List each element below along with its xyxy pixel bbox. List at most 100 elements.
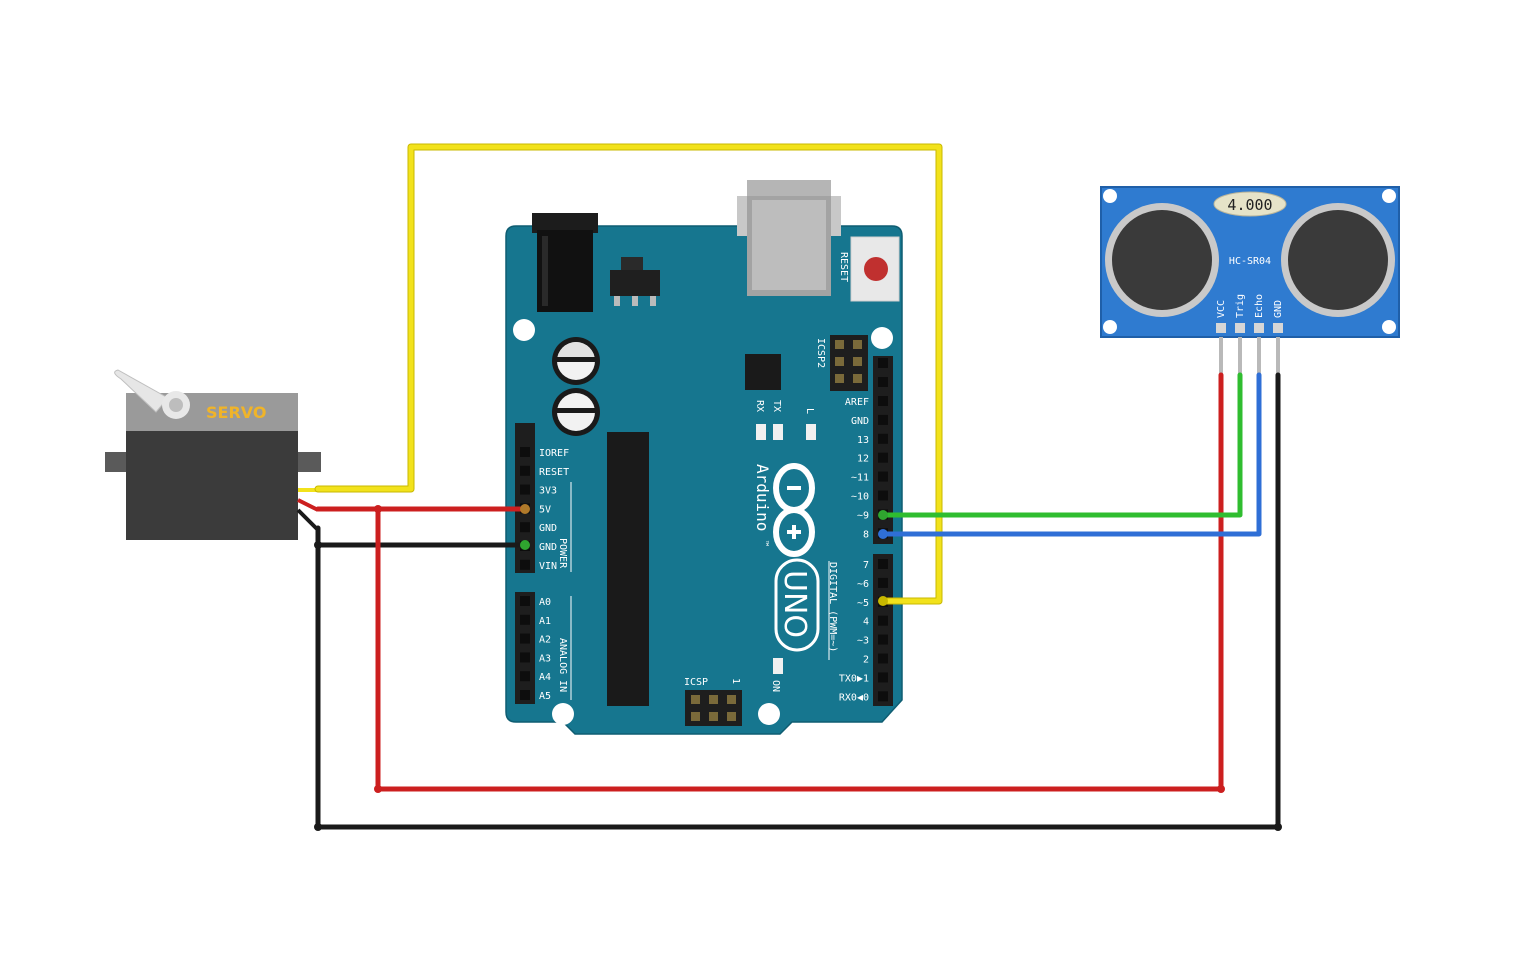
mounting-hole xyxy=(758,703,780,725)
wire-corner xyxy=(1217,785,1225,793)
capacitor xyxy=(552,337,600,385)
rx-label: RX xyxy=(754,400,765,412)
sensor-pin-label: Trig xyxy=(1235,294,1246,318)
sensor-pin-leg xyxy=(1257,337,1261,375)
icsp-header xyxy=(685,690,742,726)
voltage-regulator xyxy=(610,257,660,306)
header-pin xyxy=(520,596,530,606)
pin-label: A1 xyxy=(539,616,551,627)
usb-chip xyxy=(745,354,781,390)
sensor-pin-pad xyxy=(1254,323,1264,333)
pin-label: ~10 xyxy=(851,492,869,503)
icsp2-label: ICSP2 xyxy=(815,338,826,368)
power-header xyxy=(515,423,535,573)
pin-label: A0 xyxy=(539,597,551,608)
header-pin xyxy=(878,615,888,626)
header-pin xyxy=(878,396,888,406)
on-label: ON xyxy=(770,680,781,692)
pin-label: ~11 xyxy=(851,473,869,484)
pin-label: 3V3 xyxy=(539,486,557,497)
header-pin xyxy=(520,690,530,700)
mounting-hole xyxy=(552,703,574,725)
pin-label: AREF xyxy=(845,397,869,408)
sensor-pin-leg xyxy=(1238,337,1242,375)
mounting-hole xyxy=(1103,189,1117,203)
header-pin xyxy=(878,490,888,501)
sensor-pin-pad xyxy=(1216,323,1226,333)
arduino-brand: Arduino xyxy=(753,464,772,531)
pin-label: 2 xyxy=(863,655,869,666)
mounting-hole xyxy=(513,319,535,341)
servo-power-lead xyxy=(297,498,319,512)
wire-green xyxy=(880,372,1243,518)
pin-label: ~9 xyxy=(857,510,869,521)
wire-corner xyxy=(1274,823,1282,831)
on-led xyxy=(773,658,783,674)
pin-label: GND xyxy=(851,416,869,427)
wire-junction xyxy=(314,541,322,549)
pin-label: 5V xyxy=(539,504,551,515)
mounting-hole xyxy=(1382,320,1396,334)
usb-connector xyxy=(737,180,841,296)
pin-connection-d9 xyxy=(878,510,888,520)
pin-connection-d8 xyxy=(878,529,888,539)
icsp-label: ICSP xyxy=(684,677,708,688)
pin-label: GND xyxy=(539,523,557,534)
pin-label: 12 xyxy=(857,454,869,465)
wire-yellow xyxy=(315,144,942,604)
rx-led xyxy=(756,424,766,440)
mounting-hole xyxy=(871,327,893,349)
servo-label: SERVO xyxy=(206,403,266,422)
arduino-logo xyxy=(773,463,815,557)
crystal-label: 4.000 xyxy=(1227,196,1272,214)
header-pin xyxy=(878,691,888,702)
l-label: L xyxy=(804,408,815,414)
pin-connection-5v xyxy=(520,504,530,514)
pin-label: GND xyxy=(539,542,557,553)
header-pin xyxy=(878,672,888,683)
header-pin xyxy=(878,452,888,463)
icsp-pin1-label: 1 xyxy=(730,678,741,684)
tx-led xyxy=(773,424,783,440)
pin-label: A3 xyxy=(539,653,551,664)
pin-label: A4 xyxy=(539,672,551,683)
servo-motor: SERVO xyxy=(105,369,321,540)
header-pin xyxy=(878,559,888,569)
reset-button[interactable] xyxy=(850,236,900,302)
wire-red xyxy=(375,372,1224,792)
tx-label: TX xyxy=(771,400,782,412)
pin-label: A2 xyxy=(539,635,551,646)
wire-corner xyxy=(314,823,322,831)
sensor-pin-pad xyxy=(1273,323,1283,333)
header-pin xyxy=(520,671,530,682)
pin-label: RX0◀0 xyxy=(839,692,869,703)
wire-black xyxy=(315,372,1281,830)
pin-label: ~3 xyxy=(857,636,869,647)
sensor-pin-leg xyxy=(1276,337,1280,375)
header-pin xyxy=(878,471,888,482)
analog-header xyxy=(515,592,535,704)
wires xyxy=(314,143,1282,831)
sensor-pin-label: Echo xyxy=(1254,294,1265,318)
microcontroller-chip xyxy=(607,432,649,706)
header-pin xyxy=(878,634,888,645)
pin-label: IOREF xyxy=(539,448,569,459)
header-pin xyxy=(878,377,888,387)
uno-logo xyxy=(774,558,820,652)
pin-label: 13 xyxy=(857,435,869,446)
servo-ground-lead xyxy=(296,508,320,532)
l-led xyxy=(806,424,816,440)
arduino-uno-board: RESET ICSP2 TX RX L ON Arduino xyxy=(505,180,903,735)
header-pin xyxy=(520,447,530,457)
header-pin xyxy=(520,614,530,625)
pin-label: ~5 xyxy=(857,598,869,609)
mounting-hole xyxy=(1382,189,1396,203)
header-pin xyxy=(520,559,530,570)
pin-label: A5 xyxy=(539,691,551,702)
wire-blue xyxy=(880,372,1262,537)
header-pin xyxy=(520,522,530,533)
header-pin xyxy=(520,465,530,476)
header-pin xyxy=(878,433,888,444)
